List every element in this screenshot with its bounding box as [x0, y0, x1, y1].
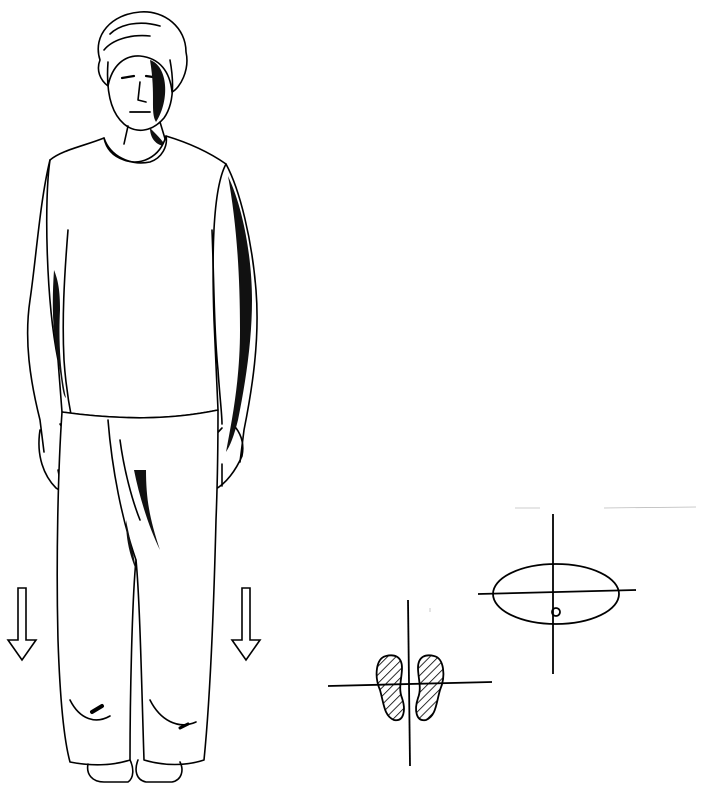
footprints-top-view — [328, 600, 492, 766]
vertical-axis — [408, 600, 410, 766]
center-of-gravity-ellipse — [478, 514, 636, 674]
shirt — [47, 136, 226, 418]
pants — [57, 410, 218, 765]
scan-marks — [430, 507, 696, 612]
right-footprint-icon — [416, 655, 443, 720]
standing-figure — [28, 12, 257, 782]
down-arrow-icon — [8, 588, 36, 660]
left-footprint-icon — [377, 655, 404, 720]
horizontal-axis — [478, 590, 636, 594]
horizontal-axis — [328, 682, 492, 686]
down-arrow-icon — [232, 588, 260, 660]
